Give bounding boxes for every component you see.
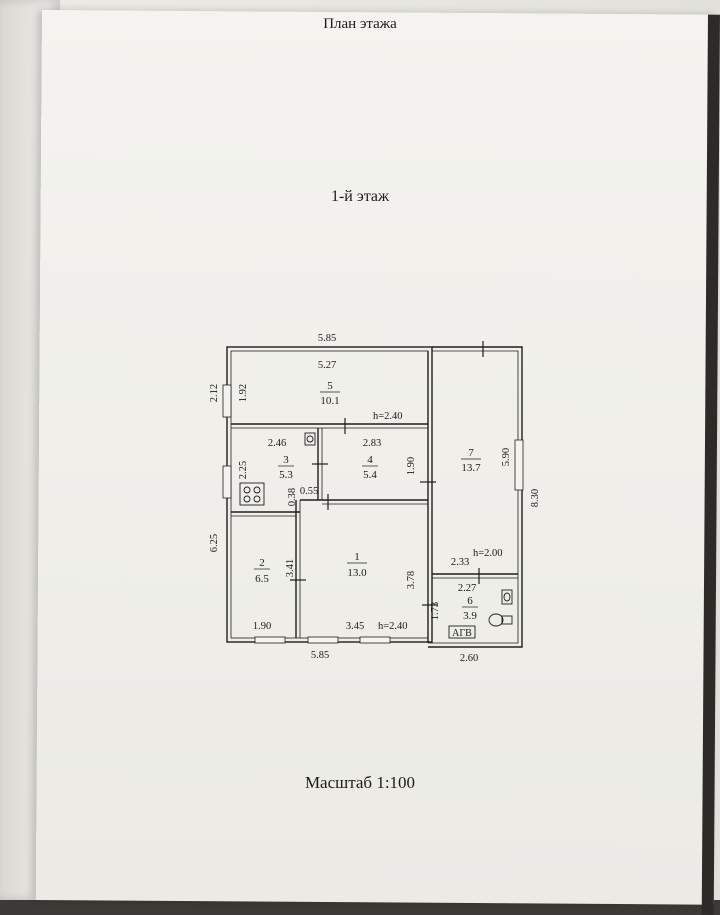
dim-bottom-right: 2.60 bbox=[460, 653, 478, 664]
dim-left-top: 2.12 bbox=[209, 384, 220, 402]
room-1-label: 1 13.0 bbox=[347, 551, 367, 579]
dim-bottom-left: 5.85 bbox=[311, 650, 329, 661]
windows bbox=[222, 384, 524, 644]
boiler-box bbox=[448, 625, 476, 639]
room-4-label: 4 5.4 bbox=[362, 454, 378, 481]
svg-text:6: 6 bbox=[467, 595, 473, 607]
dim-room3-width: 2.46 bbox=[268, 438, 286, 449]
dim-room6-width1: 2.33 bbox=[451, 557, 469, 568]
svg-text:10.1: 10.1 bbox=[320, 395, 339, 407]
room-7-label: 7 13.7 bbox=[461, 447, 481, 474]
dim-left-total: 6.25 bbox=[209, 534, 220, 552]
dim-room2-height: 3.41 bbox=[285, 559, 296, 577]
dim-room4-height: 1.90 bbox=[406, 457, 417, 475]
svg-text:13.0: 13.0 bbox=[347, 567, 367, 579]
dim-room4-width: 2.83 bbox=[363, 438, 381, 449]
svg-text:6.5: 6.5 bbox=[255, 573, 269, 585]
stove-icon bbox=[239, 482, 265, 506]
room-labels: 5 10.1 3 5.3 4 5.4 7 13.7 1 13.0 2 6.5 bbox=[254, 380, 481, 622]
svg-text:5.3: 5.3 bbox=[279, 469, 293, 481]
dim-room3-height: 2.25 bbox=[238, 461, 249, 479]
dim-room2-width: 1.90 bbox=[253, 621, 271, 632]
dim-room1-height: 3.78 bbox=[406, 571, 417, 589]
door-marks bbox=[290, 341, 484, 606]
scale-label: Масштаб 1:100 bbox=[304, 773, 416, 792]
dim-top-inner: 5.27 bbox=[318, 360, 336, 371]
svg-text:2: 2 bbox=[259, 557, 265, 569]
dim-wall-b: 0.55 bbox=[300, 486, 318, 497]
dim-top-outer: 5.85 bbox=[318, 333, 336, 344]
page-title: План этажа bbox=[323, 16, 397, 32]
dim-room1-width: 3.45 bbox=[346, 621, 364, 632]
sink-icon bbox=[304, 432, 316, 446]
dim-room7-height: 5.90 bbox=[501, 448, 512, 466]
svg-text:5.4: 5.4 bbox=[363, 469, 377, 481]
dim-room6-width2: 2.27 bbox=[458, 583, 476, 594]
svg-text:3: 3 bbox=[283, 454, 289, 466]
svg-text:1: 1 bbox=[354, 551, 360, 563]
dim-room6-height: 1.73 bbox=[430, 602, 441, 620]
plan-walls bbox=[226, 346, 523, 648]
svg-text:5: 5 bbox=[327, 380, 333, 392]
svg-text:3.9: 3.9 bbox=[463, 610, 477, 622]
room-5-label: 5 10.1 bbox=[320, 380, 340, 407]
room-3-label: 3 5.3 bbox=[278, 454, 294, 481]
svg-text:4: 4 bbox=[367, 454, 373, 466]
dim-wall-a: 0.38 bbox=[287, 488, 298, 506]
dim-room5-height: 1.92 bbox=[238, 384, 249, 402]
height-room7: h=2.00 bbox=[473, 548, 503, 559]
height-room1: h=2.40 bbox=[378, 621, 408, 632]
toilet-icon bbox=[488, 613, 513, 627]
washbasin-icon bbox=[501, 589, 513, 605]
svg-text:13.7: 13.7 bbox=[461, 462, 481, 474]
room-6-label: 6 3.9 bbox=[462, 595, 478, 622]
room-2-label: 2 6.5 bbox=[254, 557, 270, 585]
dim-right-total: 8.30 bbox=[530, 489, 541, 507]
boiler-label: АГВ bbox=[452, 628, 472, 639]
height-room5: h=2.40 bbox=[373, 411, 403, 422]
floor-title: 1-й этаж bbox=[330, 188, 390, 205]
svg-text:7: 7 bbox=[468, 447, 474, 459]
